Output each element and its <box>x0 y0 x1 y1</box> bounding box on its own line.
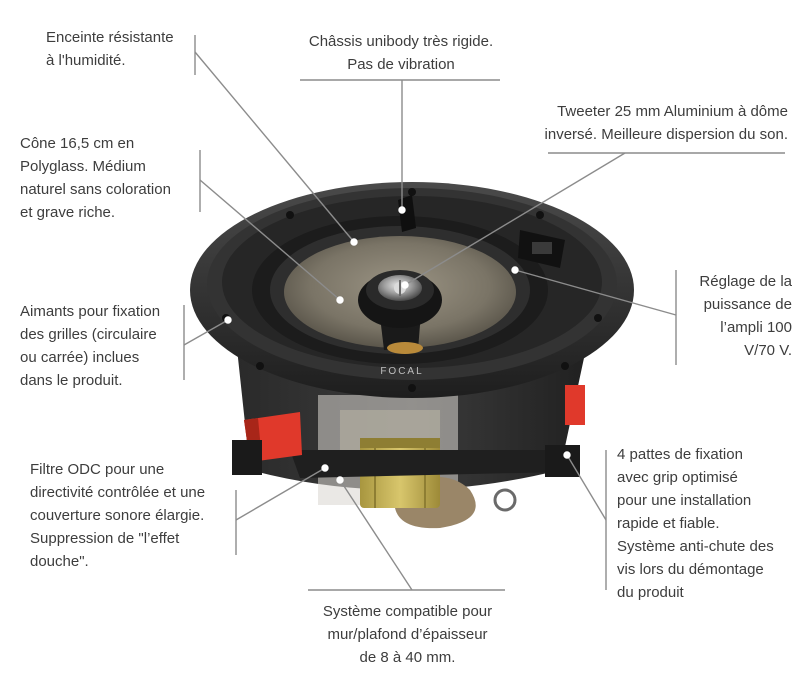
mounting-clamp-right <box>493 385 585 512</box>
callout-cone-line: Polyglass. Médium <box>20 158 146 175</box>
callout-compatible-line: Système compatible pour <box>322 603 493 620</box>
brand-label: FOCAL <box>380 366 423 377</box>
callout-humidity: Enceinte résistante à l'humidité. <box>46 26 174 72</box>
callout-magnets-line: ou carrée) inclues <box>20 349 140 366</box>
callout-cone-line: et grave riche. <box>20 204 116 221</box>
callout-compatible-line: mur/plafond d’épaisseur <box>327 626 488 643</box>
mounting-clamp-left <box>232 412 302 475</box>
callout-chassis-line: Châssis unibody très rigide. <box>308 33 494 50</box>
callout-cone-line: naturel sans coloration <box>20 181 171 198</box>
leader-humidity <box>194 51 355 243</box>
callout-magnets-line: Aimants pour fixation <box>20 303 161 320</box>
callout-filter-line: couverture sonore élargie. <box>30 507 205 524</box>
callout-cone-line: Cône 16,5 cm en <box>20 135 135 152</box>
callout-clamps-line: du produit <box>617 584 684 601</box>
callout-filter: Filtre ODC pour une directivité contrôlé… <box>30 458 205 573</box>
leader-magnets <box>183 319 229 346</box>
callout-magnets: Aimants pour fixation des grilles (circu… <box>20 300 160 392</box>
callout-power-line: puissance de <box>703 296 792 313</box>
callout-compatible: Système compatible pour mur/plafond d’ép… <box>300 600 515 669</box>
callout-chassis-line: Pas de vibration <box>347 56 455 73</box>
leader-clamps <box>566 454 607 521</box>
callout-humidity-line: Enceinte résistante <box>46 29 174 46</box>
leader-power <box>514 269 677 316</box>
callout-tweeter-line: Tweeter 25 mm Aluminium à dôme <box>557 103 788 120</box>
callout-tweeter: Tweeter 25 mm Aluminium à dôme inversé. … <box>545 100 788 146</box>
callout-power: Réglage de la puissance de l’ampli 100 V… <box>699 270 792 362</box>
callout-power-line: Réglage de la <box>699 273 792 290</box>
callout-magnets-line: dans le produit. <box>20 372 123 389</box>
callout-power-line: V/70 V. <box>744 342 792 359</box>
callout-magnets-line: des grilles (circulaire <box>20 326 157 343</box>
callout-clamps-line: 4 pattes de fixation <box>617 446 743 463</box>
callout-compatible-line: de 8 à 40 mm. <box>359 649 456 666</box>
tweeter <box>358 270 442 354</box>
callout-filter-line: Filtre ODC pour une <box>30 461 165 478</box>
leader-filter <box>235 467 326 521</box>
callout-clamps-line: avec grip optimisé <box>617 469 738 486</box>
mounting-bar <box>290 450 570 478</box>
callout-clamps: 4 pattes de fixation avec grip optimisé … <box>617 443 774 604</box>
callout-humidity-line: à l'humidité. <box>46 52 126 69</box>
callout-clamps-line: rapide et fiable. <box>617 515 720 532</box>
callout-clamps-line: Système anti-chute des <box>617 538 774 555</box>
callout-filter-line: directivité contrôlée et une <box>30 484 206 501</box>
leader-compatible <box>339 479 413 591</box>
leader-cone <box>199 179 341 301</box>
callout-clamps-line: pour une installation <box>617 492 752 509</box>
leader-tweeter <box>404 152 626 286</box>
power-switch <box>518 230 565 268</box>
callout-filter-line: Suppression de "l’effet <box>30 530 180 547</box>
callout-chassis: Châssis unibody très rigide. Pas de vibr… <box>290 30 512 76</box>
callout-clamps-line: vis lors du démontage <box>617 561 764 578</box>
leader-lines <box>183 35 785 591</box>
callout-filter-line: douche". <box>30 553 89 570</box>
callout-tweeter-line: inversé. Meilleure dispersion du son. <box>544 126 788 143</box>
callout-power-line: l’ampli 100 <box>720 319 792 336</box>
callout-cone: Cône 16,5 cm en Polyglass. Médium nature… <box>20 132 171 224</box>
